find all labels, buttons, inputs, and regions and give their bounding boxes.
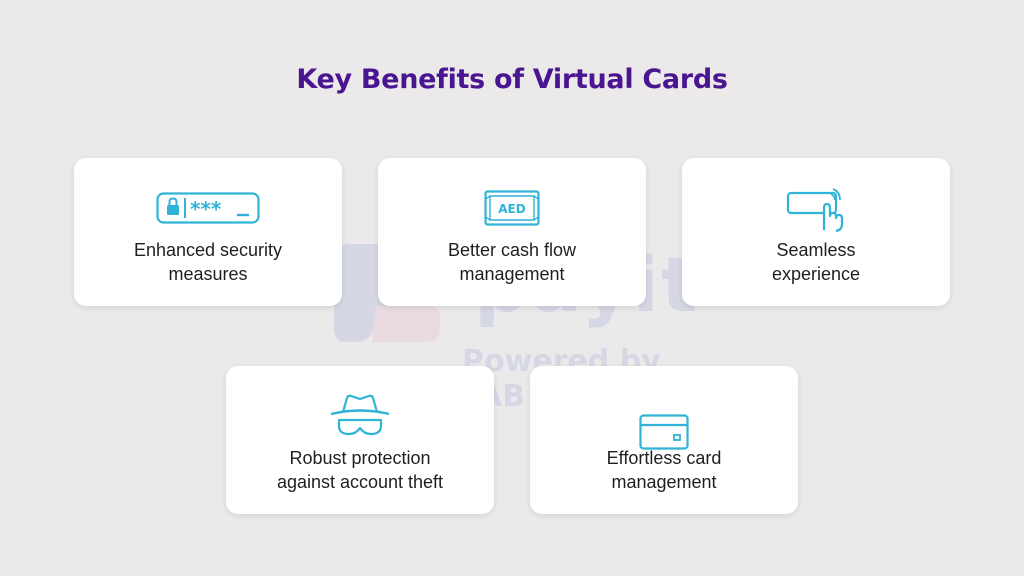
benefit-label-line2: management — [611, 472, 717, 492]
benefit-card-protection: Robust protection against account theft — [226, 366, 494, 514]
page-title: Key Benefits of Virtual Cards — [296, 64, 728, 95]
benefit-label-line1: Enhanced security — [133, 240, 283, 260]
benefit-card-card-management: Effortless card management — [530, 366, 798, 514]
benefit-card-security: *** Enhanced security measures — [74, 158, 342, 306]
benefit-label-line2: experience — [771, 264, 861, 284]
tap-finger-icon — [786, 188, 844, 232]
svg-text:***: *** — [190, 197, 222, 221]
benefit-label-line1: Effortless card — [606, 448, 722, 468]
benefit-card-cash-flow: AED Better cash flow management — [378, 158, 646, 306]
benefit-label-line2: against account theft — [276, 472, 444, 492]
incognito-icon — [330, 394, 390, 436]
aed-text: AED — [498, 202, 525, 216]
password-lock-icon: *** — [156, 192, 260, 224]
aed-banknote-icon: AED — [484, 190, 540, 226]
benefit-card-seamless: Seamless experience — [682, 158, 950, 306]
benefit-label-line2: management — [459, 264, 565, 284]
benefit-label-line2: measures — [168, 264, 248, 284]
benefit-label-line1: Robust protection — [289, 448, 431, 468]
benefit-label-line1: Seamless — [776, 240, 856, 260]
benefit-label-line1: Better cash flow — [447, 240, 577, 260]
credit-card-icon — [639, 414, 689, 450]
